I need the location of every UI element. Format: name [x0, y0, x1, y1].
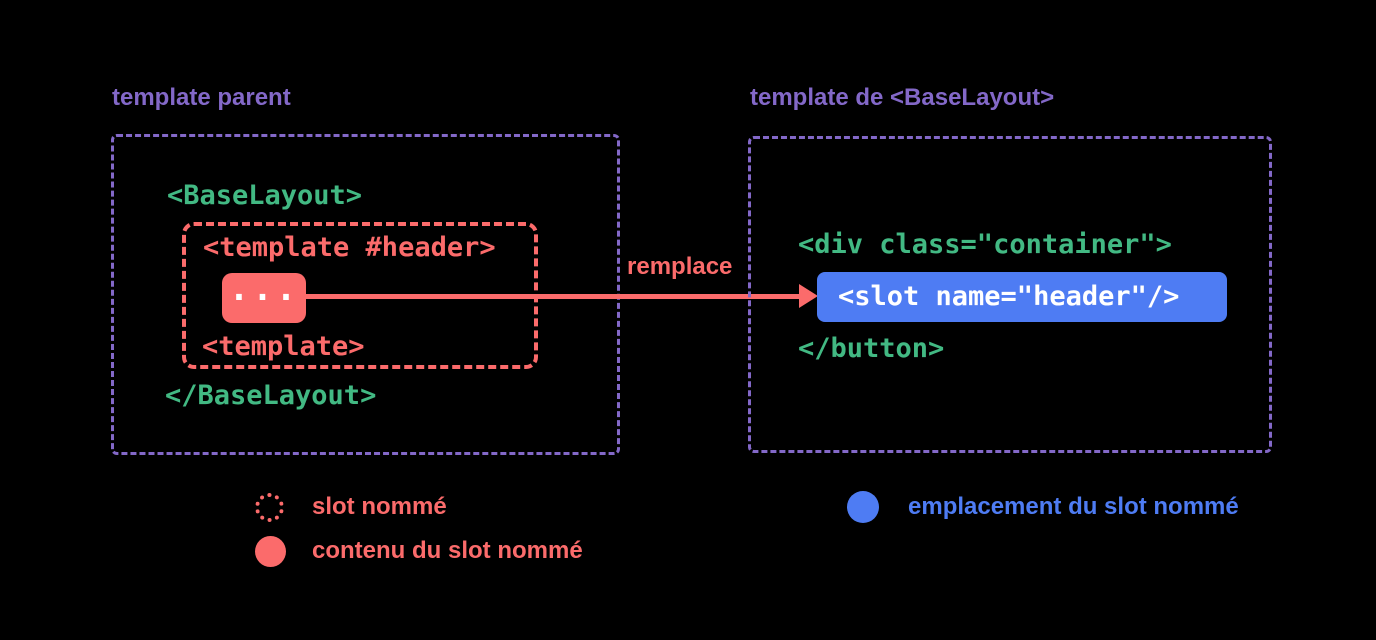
- legend-item-slot-content: contenu du slot nommé: [312, 537, 583, 565]
- filled-blue-circle-icon: [847, 491, 879, 523]
- legend-label: contenu du slot nommé: [312, 537, 583, 564]
- legend-item-slot-placement: emplacement du slot nommé: [908, 493, 1239, 521]
- replace-arrow-line: [305, 294, 801, 299]
- legend-label: emplacement du slot nommé: [908, 493, 1239, 520]
- dotted-circle-icon: [255, 493, 284, 522]
- code-baselayout-close: </BaseLayout>: [165, 380, 377, 411]
- code-baselayout-open: <BaseLayout>: [167, 180, 363, 211]
- code-button-close: </button>: [798, 333, 945, 364]
- legend-label: slot nommé: [312, 493, 447, 520]
- left-panel-title: template parent: [112, 84, 291, 111]
- slot-content-dots: ...: [228, 269, 300, 309]
- code-template-open: <template #header>: [203, 232, 496, 263]
- code-div-open: <div class="container">: [798, 229, 1172, 260]
- replace-arrow-head-icon: [799, 284, 818, 308]
- code-slot: <slot name="header"/>: [838, 281, 1180, 313]
- slot-placement-box: <slot name="header"/>: [817, 272, 1227, 322]
- right-panel-title: template de <BaseLayout>: [750, 84, 1055, 111]
- code-template-close: <template>: [202, 331, 365, 362]
- filled-red-circle-icon: [255, 536, 286, 567]
- legend-item-named-slot: slot nommé: [312, 493, 447, 521]
- right-panel-box: [748, 136, 1272, 453]
- slot-content-box: ...: [222, 269, 306, 323]
- replace-arrow-label: remplace: [627, 253, 733, 280]
